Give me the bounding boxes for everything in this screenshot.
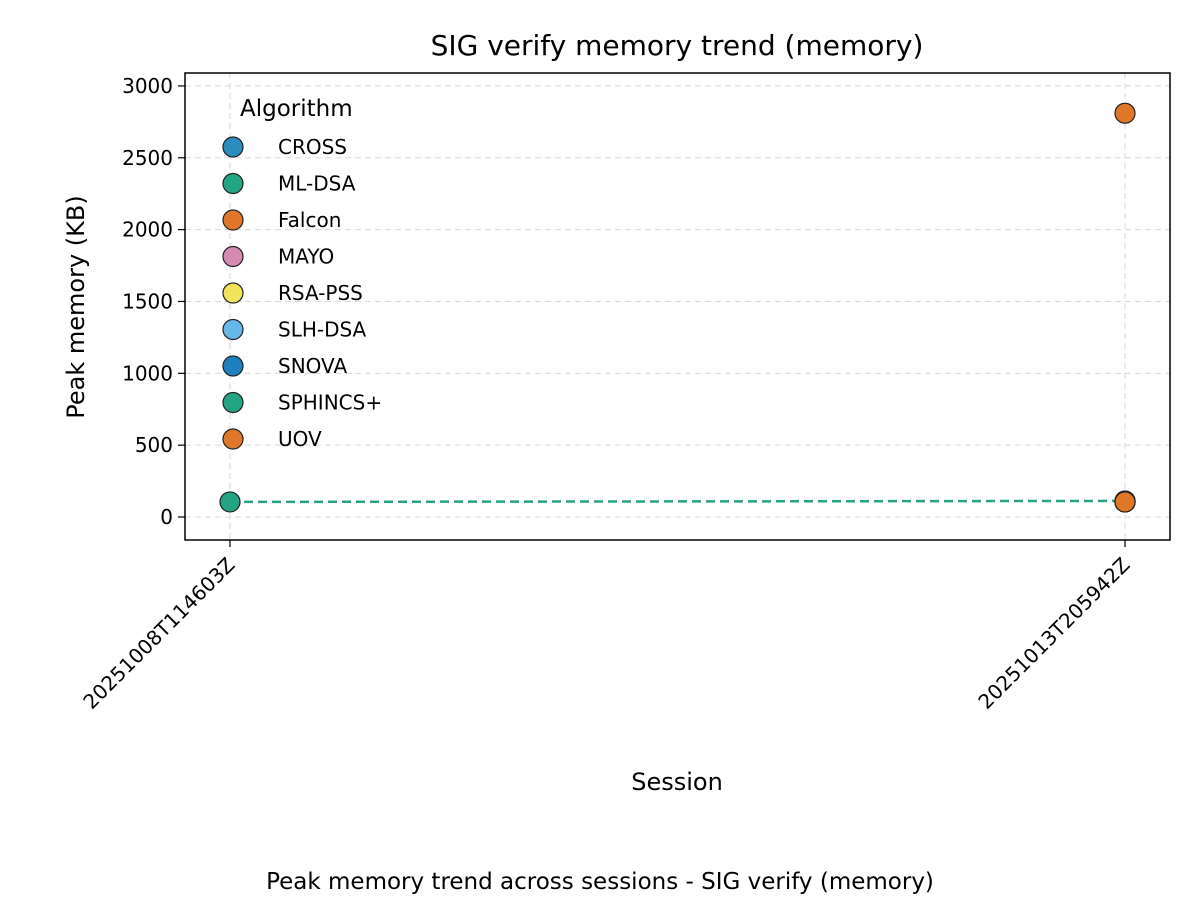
legend-label-cross: CROSS [278, 135, 347, 159]
y-tick-label: 1500 [122, 289, 173, 313]
legend-marker-sphincs+ [222, 391, 244, 414]
legend-label-ml-dsa: ML-DSA [278, 172, 356, 196]
series-line-ml-dsa [229, 499, 1126, 504]
y-tick-label: 2500 [122, 146, 173, 170]
chart-title: SIG verify memory trend (memory) [431, 29, 924, 62]
y-tick-label: 0 [160, 505, 173, 529]
legend-marker-uov [222, 428, 244, 450]
plot-frame [184, 72, 1171, 541]
legend-marker-mayo [222, 245, 244, 268]
legend-label-uov: UOV [278, 427, 322, 451]
y-tick-label: 500 [135, 433, 173, 457]
series-layer [219, 102, 1136, 513]
legend-marker-rsa-pss [222, 282, 244, 304]
legend-label-sphincs+: SPHINCS+ [278, 391, 382, 415]
grid-layer [185, 73, 1170, 540]
legend-label-rsa-pss: RSA-PSS [278, 281, 363, 305]
legend-marker-falcon [222, 209, 244, 231]
y-tick-label: 1000 [122, 361, 173, 385]
legend-marker-snova [222, 355, 244, 377]
legend-title: Algorithm [240, 96, 353, 122]
figure-caption: Peak memory trend across sessions - SIG … [266, 869, 934, 895]
data-point-uov [1114, 491, 1136, 513]
legend-label-slh-dsa: SLH-DSA [278, 318, 367, 342]
legend-label-mayo: MAYO [278, 245, 334, 269]
y-axis-label: Peak memory (KB) [62, 195, 90, 418]
x-axis-label: Session [631, 768, 723, 796]
legend-marker-ml-dsa [222, 172, 244, 195]
data-point-falcon [1114, 102, 1136, 124]
y-tick-label: 2000 [122, 218, 173, 242]
legend-marker-slh-dsa [222, 318, 244, 341]
data-point-ml-dsa [219, 491, 241, 513]
y-tick-label: 3000 [122, 74, 173, 98]
legend-label-falcon: Falcon [278, 208, 341, 232]
legend-label-snova: SNOVA [278, 354, 347, 378]
legend-marker-cross [222, 136, 244, 158]
